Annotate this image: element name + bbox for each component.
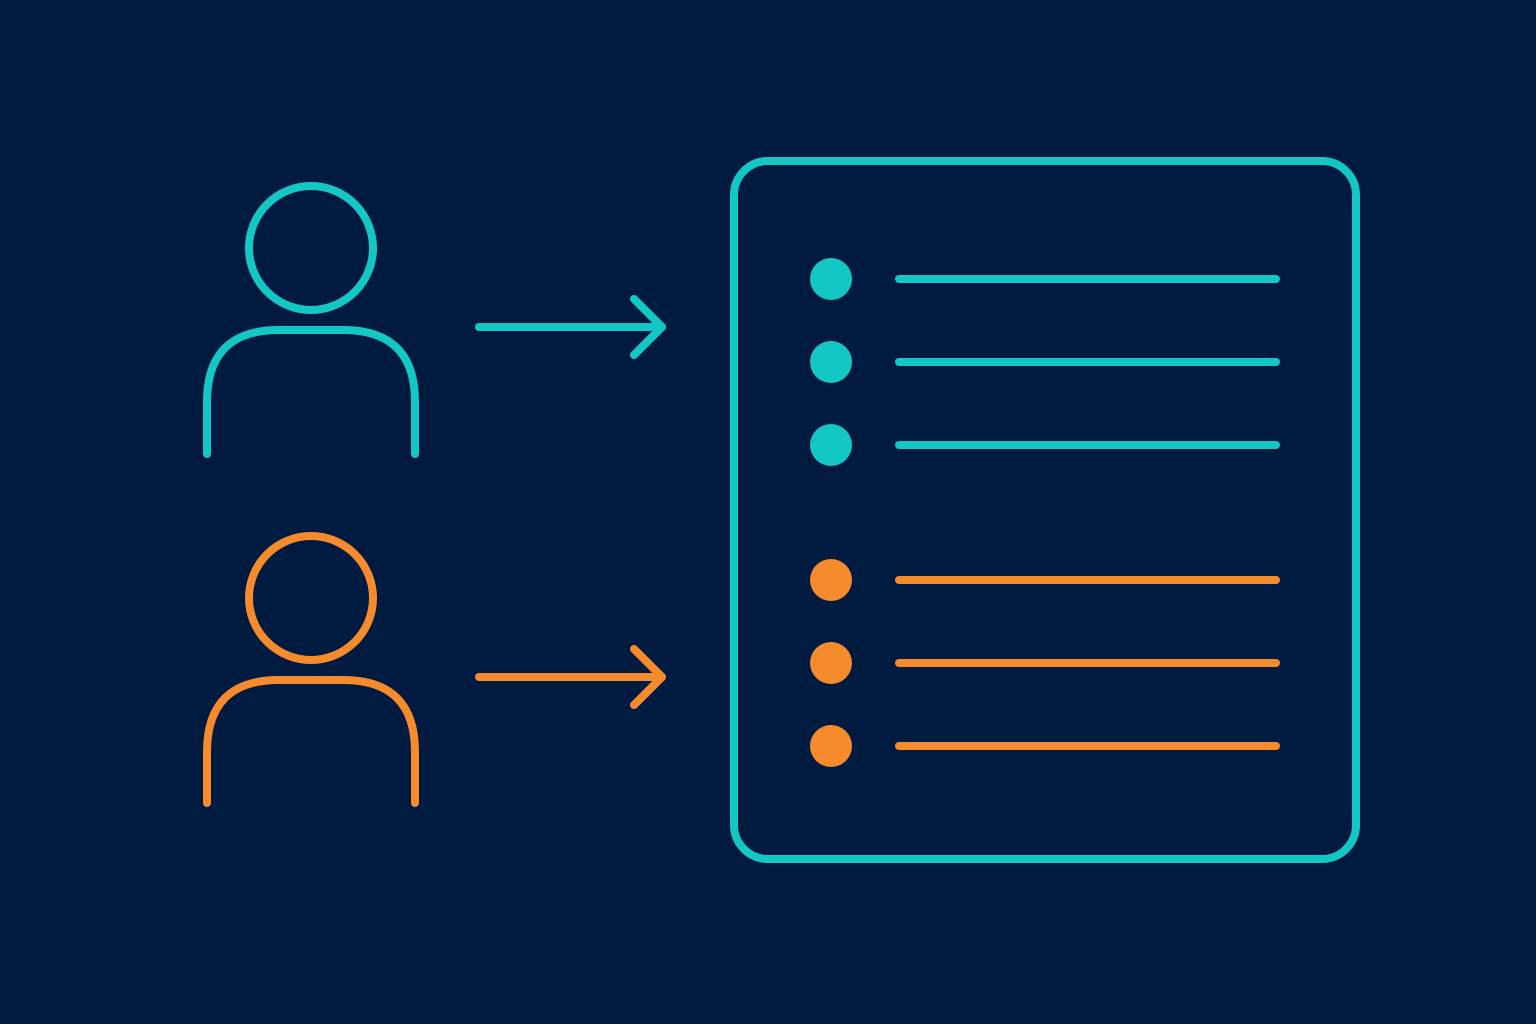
bullet-dot-icon	[810, 559, 852, 601]
list-item	[810, 559, 1280, 601]
arrow-orange-head	[630, 645, 666, 709]
user-orange-person-icon	[203, 532, 419, 807]
document-list-icon	[730, 157, 1360, 863]
arrow-orange-arrow-right-icon	[475, 645, 666, 709]
arrow-teal-arrow-right-icon	[475, 295, 666, 359]
arrow-teal-head	[630, 295, 666, 359]
user-teal-person-icon	[203, 182, 419, 458]
user-orange-body	[203, 676, 419, 807]
user-teal-body	[203, 326, 419, 458]
bullet-dot-icon	[810, 258, 852, 300]
list-group-teal	[810, 258, 1280, 466]
user-orange-head	[245, 532, 377, 664]
bullet-dot-icon	[810, 424, 852, 466]
list-item	[810, 642, 1280, 684]
list-group-orange	[810, 559, 1280, 767]
user-teal-head	[245, 182, 377, 314]
list-item	[810, 258, 1280, 300]
list-item	[810, 341, 1280, 383]
bullet-dot-icon	[810, 642, 852, 684]
bullet-dot-icon	[810, 725, 852, 767]
bullet-dot-icon	[810, 341, 852, 383]
list-item	[810, 424, 1280, 466]
list-item	[810, 725, 1280, 767]
